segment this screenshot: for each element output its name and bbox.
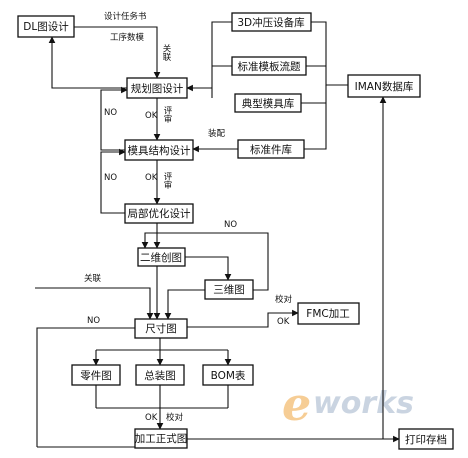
node-label: FMC加工 bbox=[306, 308, 349, 320]
edge-dimension-no-loop bbox=[36, 327, 135, 447]
node-part-drawing[interactable]: 零件图 bbox=[71, 364, 121, 386]
node-label: 二维创图 bbox=[140, 251, 182, 264]
node-typical-die-lib[interactable]: 典型模具库 bbox=[234, 93, 302, 113]
node-3d[interactable]: 三维图 bbox=[204, 279, 254, 300]
edge-optimization-no-loop bbox=[100, 148, 126, 214]
node-dimension[interactable]: 尺寸图 bbox=[134, 318, 188, 339]
label-assembly: 装配 bbox=[208, 128, 226, 139]
label-no-2: NO bbox=[104, 173, 117, 183]
edge-associate-to-dimension bbox=[35, 287, 154, 320]
label-ok-3: OK bbox=[277, 317, 290, 327]
node-2d-layout[interactable]: 二维创图 bbox=[137, 247, 186, 267]
node-label: 打印存档 bbox=[405, 433, 447, 446]
node-label: 模具结构设计 bbox=[128, 144, 191, 157]
node-fmc[interactable]: FMC加工 bbox=[297, 302, 360, 325]
node-label: BOM表 bbox=[211, 369, 246, 382]
node-iman[interactable]: IMAN数据库 bbox=[347, 74, 421, 98]
edge-dl-to-planning bbox=[74, 26, 161, 79]
node-local-optimization[interactable]: 局部优化设计 bbox=[124, 203, 194, 224]
edge-structure-no-loop bbox=[100, 86, 128, 151]
node-bom[interactable]: BOM表 bbox=[202, 364, 254, 386]
label-associate-1: 关联 bbox=[161, 43, 171, 62]
node-planning-design[interactable]: 规划图设计 bbox=[126, 77, 188, 99]
node-label: 典型模具库 bbox=[242, 97, 295, 110]
node-print-archive[interactable]: 打印存档 bbox=[398, 428, 454, 450]
node-label: 标准模板流题 bbox=[238, 60, 301, 73]
label-no-4: NO bbox=[87, 316, 100, 326]
iman-bracket bbox=[311, 21, 348, 86]
label-ok-2: OK bbox=[145, 173, 158, 183]
node-std-parts-lib[interactable]: 标准件库 bbox=[237, 139, 305, 159]
node-label: 3D冲压设备库 bbox=[237, 16, 304, 29]
node-label: DL图设计 bbox=[23, 20, 69, 33]
label-ok-4: OK bbox=[145, 413, 158, 423]
label-no-3: NO bbox=[224, 220, 237, 230]
node-label: 零件图 bbox=[80, 370, 112, 382]
node-processing-formal[interactable]: 加工正式图 bbox=[134, 428, 188, 449]
node-std-die-plate[interactable]: 标准模板流题 bbox=[231, 56, 307, 76]
node-label: 加工正式图 bbox=[135, 432, 188, 445]
label-ok-1: OK bbox=[145, 111, 158, 121]
node-label: 尺寸图 bbox=[145, 322, 177, 335]
label-proofread-1: 校对 bbox=[275, 294, 293, 305]
label-design-task: 设计任务书 bbox=[104, 11, 147, 22]
node-die-structure[interactable]: 模具结构设计 bbox=[124, 139, 194, 161]
label-associate-2: 关联 bbox=[84, 273, 102, 284]
node-label: 标准件库 bbox=[250, 143, 292, 156]
node-label: 规划图设计 bbox=[131, 82, 184, 95]
label-proofread-2: 校对 bbox=[166, 412, 184, 423]
svg-text:works: works bbox=[313, 386, 414, 421]
node-label: 三维图 bbox=[213, 283, 245, 296]
edge-dimension-to-fmc bbox=[187, 309, 299, 328]
label-review-2: 评审 bbox=[162, 172, 172, 190]
connectors bbox=[35, 21, 400, 448]
edge-2d-to-3d bbox=[185, 256, 232, 281]
library-bracket bbox=[211, 21, 232, 98]
edge-labels: 设计任务书 工序数模 关联 NO OK 评审 装配 NO OK 评审 NO 关联… bbox=[84, 11, 293, 423]
eworks-watermark: e works bbox=[282, 377, 414, 431]
label-review-1: 评审 bbox=[162, 106, 172, 124]
label-no-1: NO bbox=[104, 108, 117, 118]
node-label: 局部优化设计 bbox=[128, 207, 191, 220]
edge-3d-no-loop bbox=[141, 232, 269, 291]
node-label: 总装图 bbox=[144, 369, 176, 382]
edge-3d-to-dimension bbox=[164, 289, 205, 320]
svg-text:e: e bbox=[282, 377, 311, 431]
node-press-library[interactable]: 3D冲压设备库 bbox=[231, 12, 312, 32]
node-assembly-drawing[interactable]: 总装图 bbox=[135, 364, 185, 386]
label-process-data: 工序数模 bbox=[110, 32, 145, 43]
node-label: IMAN数据库 bbox=[355, 80, 414, 93]
node-dl-design[interactable]: DL图设计 bbox=[17, 15, 75, 38]
edge-planning-to-dl bbox=[48, 36, 127, 89]
